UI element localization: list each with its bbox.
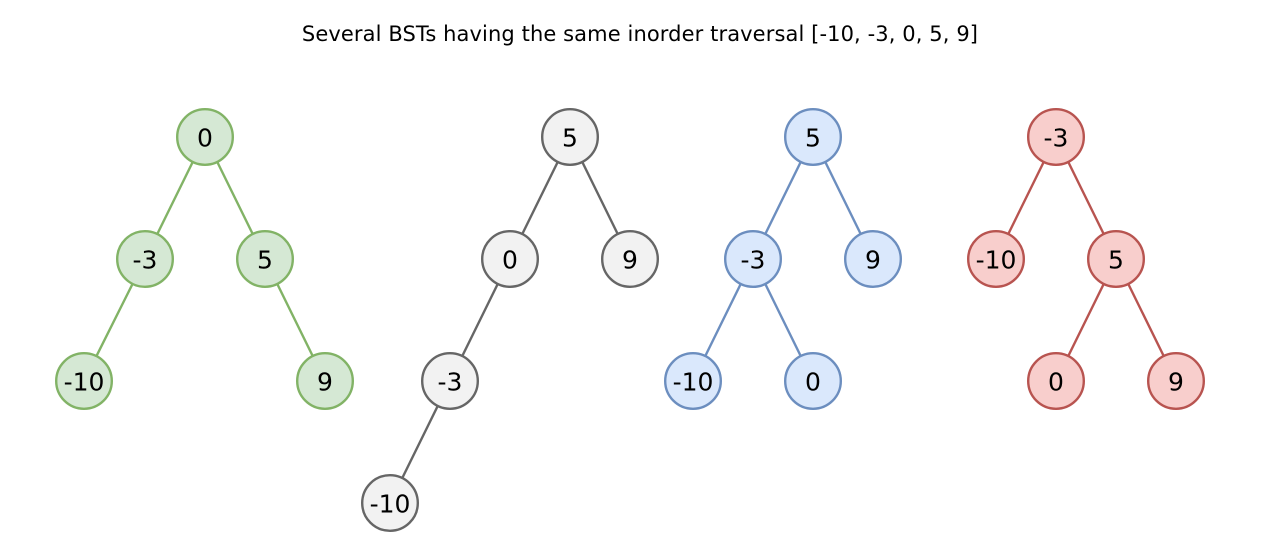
node-circle xyxy=(1086,229,1145,288)
node-circle xyxy=(784,107,843,166)
node-circle xyxy=(967,229,1026,288)
tree-node[interactable]: 9 xyxy=(601,229,660,288)
tree-edge xyxy=(1067,282,1105,358)
tree-edge xyxy=(764,160,802,236)
node-label: 0 xyxy=(1048,368,1064,397)
tree-edge xyxy=(156,160,194,236)
node-circle xyxy=(844,229,903,288)
tree-node[interactable]: -10 xyxy=(361,474,420,533)
tree-edge xyxy=(1127,282,1165,358)
node-label: 0 xyxy=(805,368,821,397)
tree-gray-nodes: 5 0 9 -3 -10 xyxy=(361,107,660,533)
tree-edge xyxy=(461,282,499,358)
node-label: 0 xyxy=(502,246,518,275)
nodes-layer: 0 -3 5 -10 9 5 0 9 -3 -10 5 -3 9 -10 0 -3 -10 5 0 9 xyxy=(55,107,1205,533)
tree-node[interactable]: 9 xyxy=(296,352,355,411)
tree-green-nodes: 0 -3 5 -10 9 xyxy=(55,107,355,411)
node-circle xyxy=(664,352,723,411)
tree-gray-edges xyxy=(401,160,619,480)
node-circle xyxy=(235,229,294,288)
tree-edge xyxy=(521,160,559,236)
tree-node[interactable]: 9 xyxy=(1146,352,1205,411)
tree-node[interactable]: -3 xyxy=(115,229,174,288)
tree-edge xyxy=(704,282,742,358)
node-circle xyxy=(115,229,174,288)
node-label: -10 xyxy=(64,368,105,397)
tree-node[interactable]: 5 xyxy=(784,107,843,166)
tree-node[interactable]: 0 xyxy=(175,107,234,166)
tree-edge xyxy=(216,160,254,236)
node-circle xyxy=(55,352,113,411)
tree-blue-nodes: 5 -3 9 -10 0 xyxy=(664,107,903,411)
node-label: 9 xyxy=(865,246,881,275)
tree-node[interactable]: -10 xyxy=(664,352,723,411)
page-title: Several BSTs having the same inorder tra… xyxy=(301,22,979,46)
node-circle xyxy=(601,229,660,288)
tree-red-nodes: -3 -10 5 0 9 xyxy=(967,107,1205,411)
edges-layer xyxy=(95,160,1165,480)
tree-blue-edges xyxy=(704,160,862,358)
tree-node[interactable]: 0 xyxy=(481,229,540,288)
node-label: 5 xyxy=(1108,246,1124,275)
node-label: -10 xyxy=(976,246,1017,275)
tree-node[interactable]: 5 xyxy=(541,107,600,166)
node-label: 9 xyxy=(622,246,638,275)
tree-edge xyxy=(824,160,862,236)
tree-edge xyxy=(1007,160,1045,236)
tree-green-edges xyxy=(95,160,314,358)
tree-edge xyxy=(95,282,134,358)
tree-edge xyxy=(276,282,314,358)
node-label: -10 xyxy=(673,368,714,397)
node-circle xyxy=(481,229,540,288)
node-circle xyxy=(1026,352,1085,411)
tree-node[interactable]: 9 xyxy=(844,229,903,288)
tree-node[interactable]: -3 xyxy=(421,352,480,411)
tree-node[interactable]: 5 xyxy=(235,229,294,288)
node-label: 5 xyxy=(257,246,273,275)
node-label: 9 xyxy=(317,368,333,397)
tree-node[interactable]: 5 xyxy=(1086,229,1145,288)
node-label: -3 xyxy=(1044,124,1069,153)
node-circle xyxy=(541,107,600,166)
node-label: -3 xyxy=(741,246,766,275)
tree-node[interactable]: -10 xyxy=(967,229,1026,288)
tree-edge xyxy=(401,404,439,480)
node-circle xyxy=(421,352,480,411)
tree-red-edges xyxy=(1007,160,1165,358)
node-label: -3 xyxy=(133,246,158,275)
tree-edge xyxy=(581,160,619,236)
tree-node[interactable]: -10 xyxy=(55,352,113,411)
node-label: 9 xyxy=(1168,368,1184,397)
node-label: 5 xyxy=(562,124,578,153)
node-circle xyxy=(296,352,355,411)
node-label: 0 xyxy=(197,124,213,153)
tree-node[interactable]: 0 xyxy=(784,352,843,411)
tree-node[interactable]: 0 xyxy=(1026,352,1085,411)
node-circle xyxy=(175,107,234,166)
node-circle xyxy=(1146,352,1205,411)
node-circle xyxy=(1026,107,1085,166)
tree-edge xyxy=(1067,160,1105,236)
node-label: -10 xyxy=(370,490,411,519)
tree-edge xyxy=(764,282,802,358)
tree-node[interactable]: -3 xyxy=(1026,107,1085,166)
node-circle xyxy=(784,352,843,411)
node-circle xyxy=(361,474,420,533)
node-label: 5 xyxy=(805,124,821,153)
node-circle xyxy=(724,229,783,288)
tree-node[interactable]: -3 xyxy=(724,229,783,288)
node-label: -3 xyxy=(438,368,463,397)
